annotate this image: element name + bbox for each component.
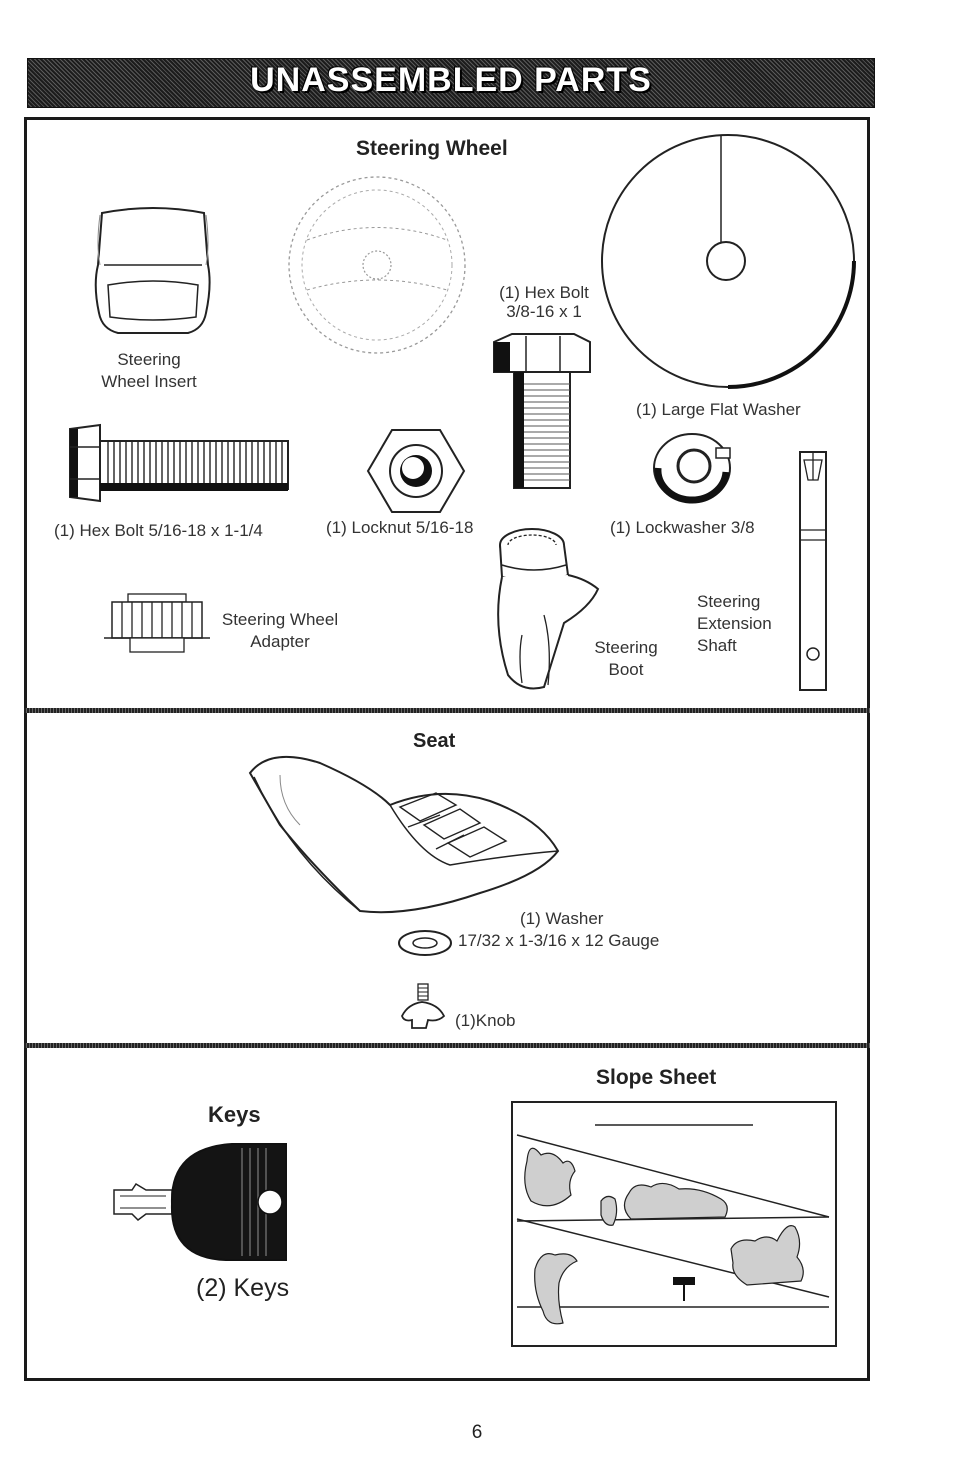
steering-wheel-heading: Steering Wheel: [356, 137, 508, 160]
steering-wheel-adapter-illustration: [104, 593, 210, 653]
locknut-illustration: [366, 429, 466, 513]
hex-bolt-3-8-illustration: [493, 333, 591, 489]
steering-wheel-insert-label: Steering Wheel Insert: [101, 350, 197, 391]
section-divider-1: [24, 708, 870, 713]
steering-wheel-insert-illustration: [94, 207, 211, 334]
steering-extension-shaft-illustration: [799, 451, 827, 691]
title-banner: UNASSEMBLED PARTS: [27, 58, 875, 108]
page-title: UNASSEMBLED PARTS: [250, 61, 652, 99]
hex-bolt-5-16-illustration: [69, 423, 289, 503]
seat-washer-label: (1) Washer 17/32 x 1-3/16 x 12 Gauge: [458, 909, 660, 950]
keys-heading: Keys: [208, 1102, 261, 1127]
lockwasher-illustration: [653, 433, 731, 504]
large-flat-washer-illustration: [601, 134, 856, 389]
steering-boot-label: Steering Boot: [594, 638, 658, 679]
hex-bolt-3-8-label: (1) Hex Bolt 3/8-16 x 1: [499, 283, 589, 321]
locknut-label: (1) Locknut 5/16-18: [326, 518, 474, 537]
section-divider-2: [24, 1043, 870, 1048]
parts-frame: [24, 117, 870, 1381]
seat-heading: Seat: [413, 730, 456, 752]
hex-bolt-5-16-label: (1) Hex Bolt 5/16-18 x 1-1/4: [54, 521, 263, 540]
page-number: 6: [471, 1422, 483, 1443]
knob-label: (1)Knob: [455, 1011, 516, 1030]
slope-sheet-illustration: [511, 1101, 837, 1347]
slope-sheet-heading: Slope Sheet: [596, 1066, 717, 1089]
large-flat-washer-label: (1) Large Flat Washer: [636, 400, 801, 419]
steering-boot-illustration: [497, 528, 600, 690]
lockwasher-label: (1) Lockwasher 3/8: [610, 518, 755, 537]
washer-illustration: [398, 930, 452, 956]
knob-illustration: [401, 983, 446, 1029]
steering-wheel-adapter-label: Steering Wheel Adapter: [221, 610, 339, 651]
steering-extension-shaft-label: Steering Extension Shaft: [697, 592, 772, 655]
keys-caption: (2) Keys: [196, 1274, 290, 1302]
steering-wheel-illustration: [288, 176, 466, 354]
seat-illustration: [248, 756, 560, 914]
key-illustration: [113, 1143, 287, 1261]
